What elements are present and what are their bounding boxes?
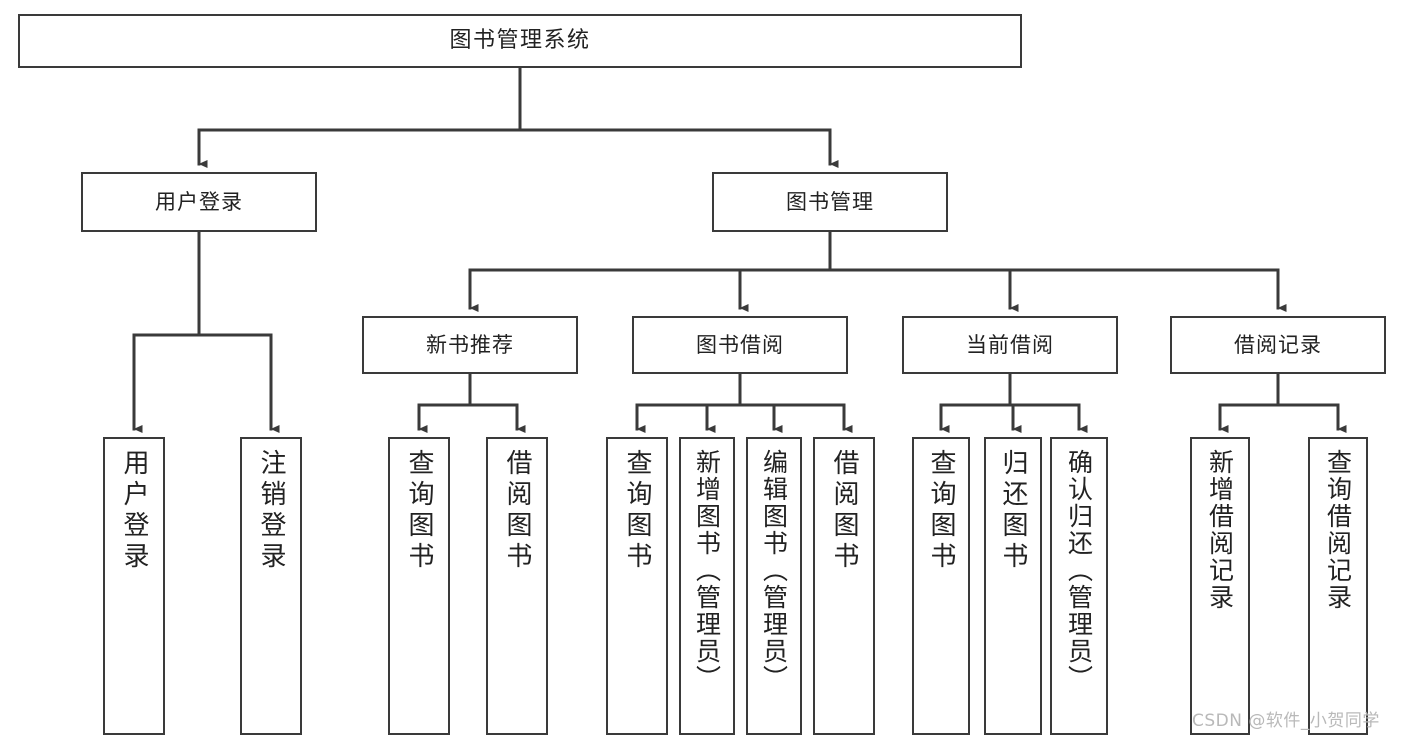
node-book-manage[interactable]: 图书管理 [712,172,948,232]
leaf-query-borrow-record-label: 查询借阅记录 [1323,449,1353,611]
leaf-query-borrow-record[interactable]: 查询借阅记录 [1308,437,1368,735]
node-book-borrow-label: 图书借阅 [696,332,784,357]
leaf-query-book-2-label: 查询图书 [622,449,652,573]
leaf-borrow-book-2[interactable]: 借阅图书 [813,437,875,735]
leaf-borrow-book-2-label: 借阅图书 [829,449,859,573]
leaf-query-book-3-label: 查询图书 [926,449,956,573]
leaf-query-book-3[interactable]: 查询图书 [912,437,970,735]
leaf-borrow-book-1[interactable]: 借阅图书 [486,437,548,735]
leaf-add-book-admin-label: 新增图书（管理员） [692,449,722,692]
leaf-user-login-label: 用户登录 [119,449,149,573]
node-book-manage-label: 图书管理 [786,189,874,214]
leaf-add-borrow-record-label: 新增借阅记录 [1205,449,1235,611]
csdn-watermark: CSDN @软件_小贺同学 [1192,711,1380,731]
leaf-user-logout[interactable]: 注销登录 [240,437,302,735]
leaf-confirm-return-admin-label: 确认归还（管理员） [1064,449,1094,692]
leaf-user-login[interactable]: 用户登录 [103,437,165,735]
leaf-confirm-return-admin[interactable]: 确认归还（管理员） [1050,437,1108,735]
leaf-return-book[interactable]: 归还图书 [984,437,1042,735]
leaf-add-borrow-record[interactable]: 新增借阅记录 [1190,437,1250,735]
node-borrow-record-label: 借阅记录 [1234,332,1322,357]
leaf-query-book-2[interactable]: 查询图书 [606,437,668,735]
leaf-user-logout-label: 注销登录 [256,449,286,573]
leaf-edit-book-admin[interactable]: 编辑图书（管理员） [746,437,802,735]
leaf-edit-book-admin-label: 编辑图书（管理员） [759,449,789,692]
leaf-add-book-admin[interactable]: 新增图书（管理员） [679,437,735,735]
node-root-label: 图书管理系统 [449,28,591,54]
node-user-login[interactable]: 用户登录 [81,172,317,232]
node-current-borrow-label: 当前借阅 [966,332,1054,357]
node-book-borrow[interactable]: 图书借阅 [632,316,848,374]
node-new-book-recommend[interactable]: 新书推荐 [362,316,578,374]
node-root[interactable]: 图书管理系统 [18,14,1022,68]
leaf-return-book-label: 归还图书 [998,449,1028,573]
node-user-login-label: 用户登录 [155,189,243,214]
node-borrow-record[interactable]: 借阅记录 [1170,316,1386,374]
node-current-borrow[interactable]: 当前借阅 [902,316,1118,374]
leaf-query-book-1[interactable]: 查询图书 [388,437,450,735]
node-new-book-recommend-label: 新书推荐 [426,332,514,357]
leaf-borrow-book-1-label: 借阅图书 [502,449,532,573]
leaf-query-book-1-label: 查询图书 [404,449,434,573]
